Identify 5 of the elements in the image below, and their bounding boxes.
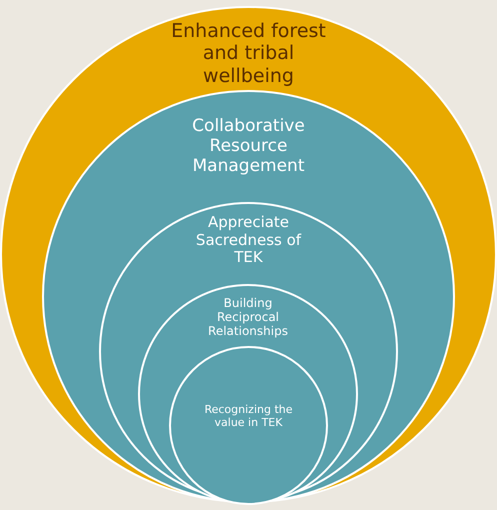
circle-label: Collaborative Resource Management — [191, 116, 306, 176]
circle-label: Appreciate Sacredness of TEK — [194, 214, 302, 268]
circle-label: Recognizing the value in TEK — [204, 404, 294, 430]
circle-label: Building Reciprocal Relationships — [207, 296, 289, 338]
circle-label: Enhanced forest and tribal wellbeing — [170, 20, 327, 88]
